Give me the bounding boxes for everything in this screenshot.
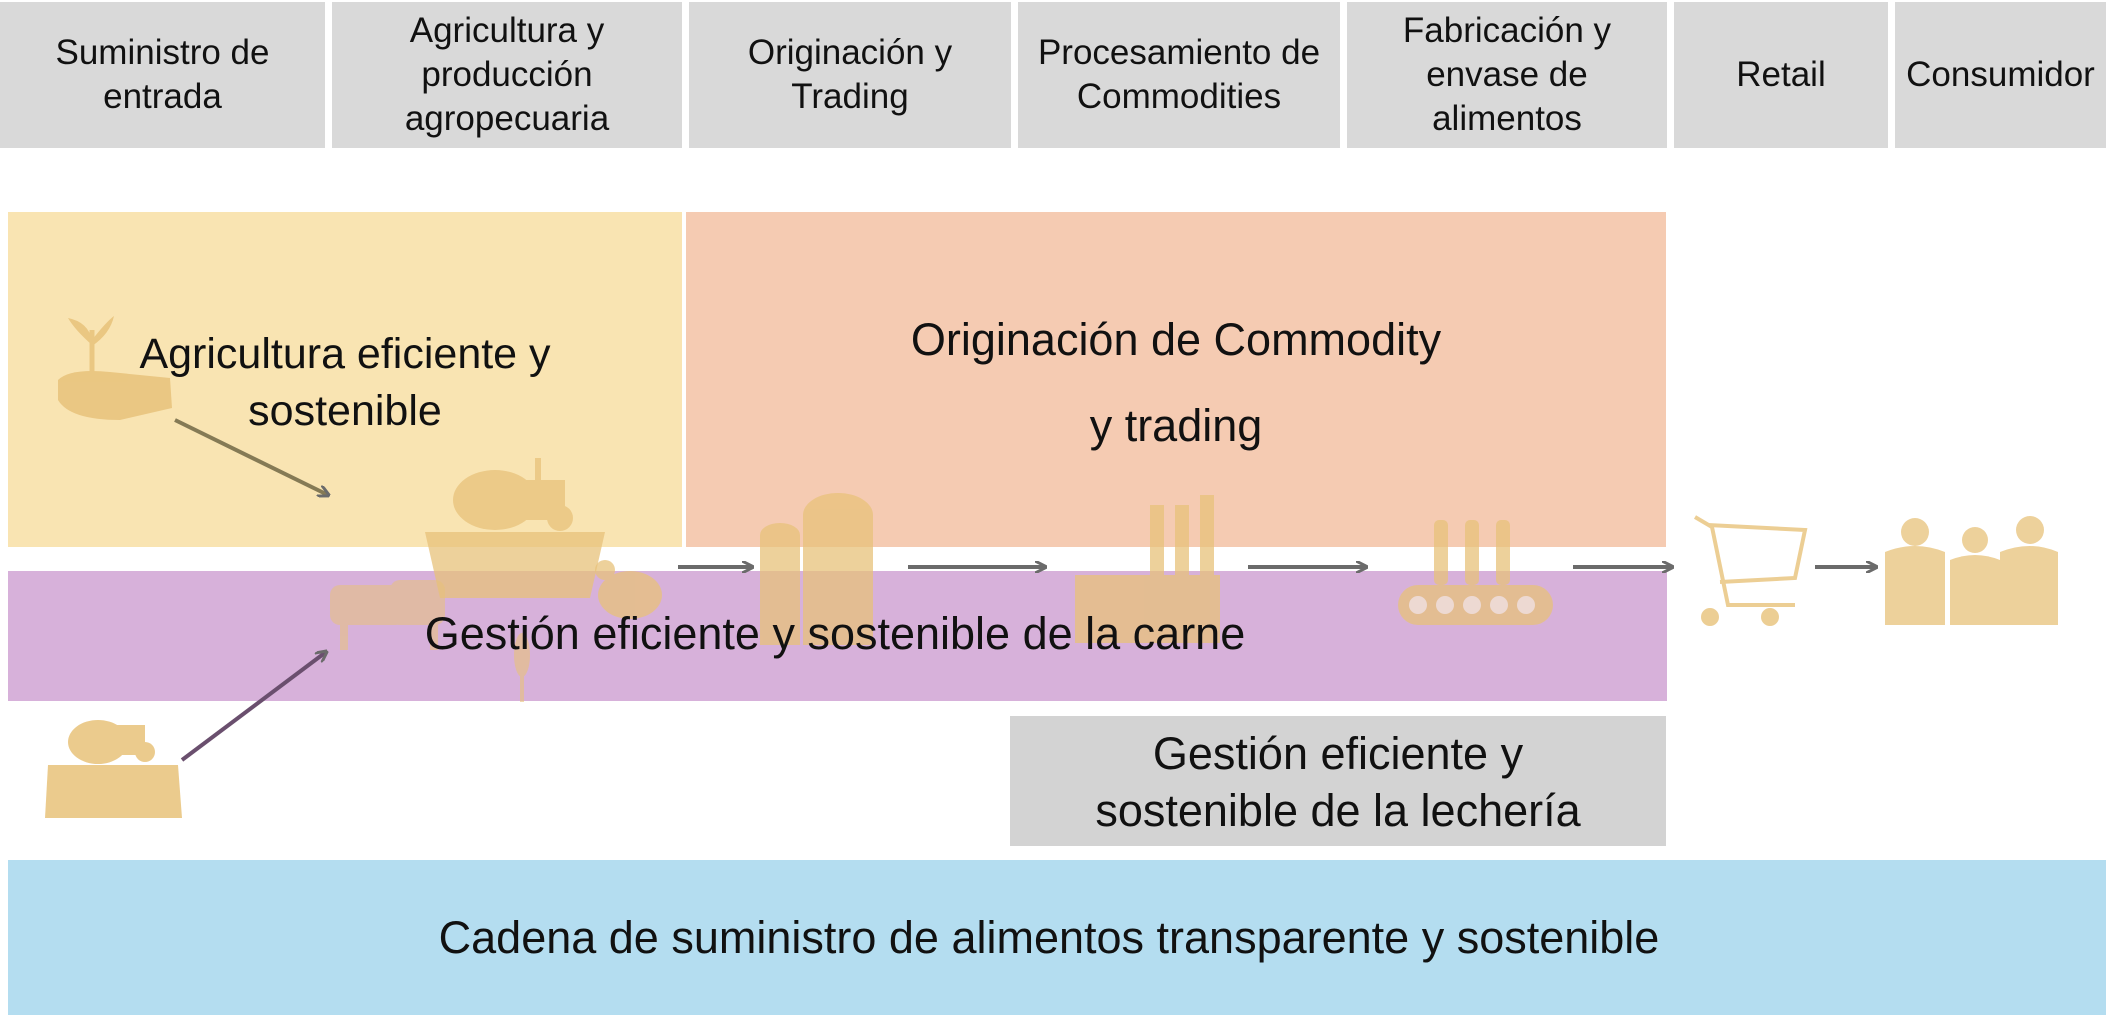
stage-label: Originación y Trading: [747, 33, 953, 116]
commodity-title-line2: y trading: [1089, 400, 1263, 451]
bottling-conveyor-icon: [1398, 520, 1553, 625]
agri-arrow: [174, 418, 328, 495]
meat-arrow: [180, 652, 326, 762]
stage-label: Suministro de entrada: [55, 33, 270, 116]
stage-label: Agricultura y producción agropecuaria: [404, 11, 610, 138]
wheat-icon: [514, 633, 530, 702]
consumers-icon: [1885, 516, 2058, 625]
stage-label: Procesamiento de Commodities: [1037, 33, 1321, 116]
stage-retail: Retail: [1674, 2, 1888, 148]
stage-processing: Procesamiento de Commodities: [1018, 2, 1340, 148]
agriculture-title: Agricultura eficiente y sostenible: [139, 330, 551, 435]
supply-chain-band: [8, 860, 2106, 1015]
stage-manufacturing: Fabricación y envase de alimentos: [1347, 2, 1667, 148]
stage-agriculture: Agricultura y producción agropecuaria: [332, 2, 682, 148]
commodity-band: [686, 212, 1666, 547]
tractor-field-icon: [425, 458, 605, 598]
chicken-icon: [595, 560, 662, 619]
seedling-hand-icon: [58, 316, 172, 420]
dairy-title: Gestión eficiente y sostenible de la lec…: [1095, 728, 1581, 836]
dairy-band: [1010, 716, 1666, 846]
livestock-icon: [330, 580, 445, 650]
shopping-cart-icon: [1693, 515, 1808, 626]
stage-origination: Originación y Trading: [689, 2, 1011, 148]
stage-consumer: Consumidor: [1895, 2, 2106, 148]
factory-icon: [1075, 495, 1220, 643]
commodity-title-line1: Originación de Commodity: [910, 314, 1442, 365]
meat-title: Gestión eficiente y sostenible de la car…: [424, 608, 1246, 659]
silo-icon: [760, 493, 873, 645]
stage-label: Consumidor: [1906, 55, 2095, 94]
supply-chain-title: Cadena de suministro de alimentos transp…: [438, 912, 1660, 963]
small-tractor-field-icon: [45, 720, 182, 818]
stage-label: Fabricación y envase de alimentos: [1402, 11, 1612, 138]
stage-label: Retail: [1736, 55, 1826, 94]
stage-supply-input: Suministro de entrada: [0, 2, 325, 148]
